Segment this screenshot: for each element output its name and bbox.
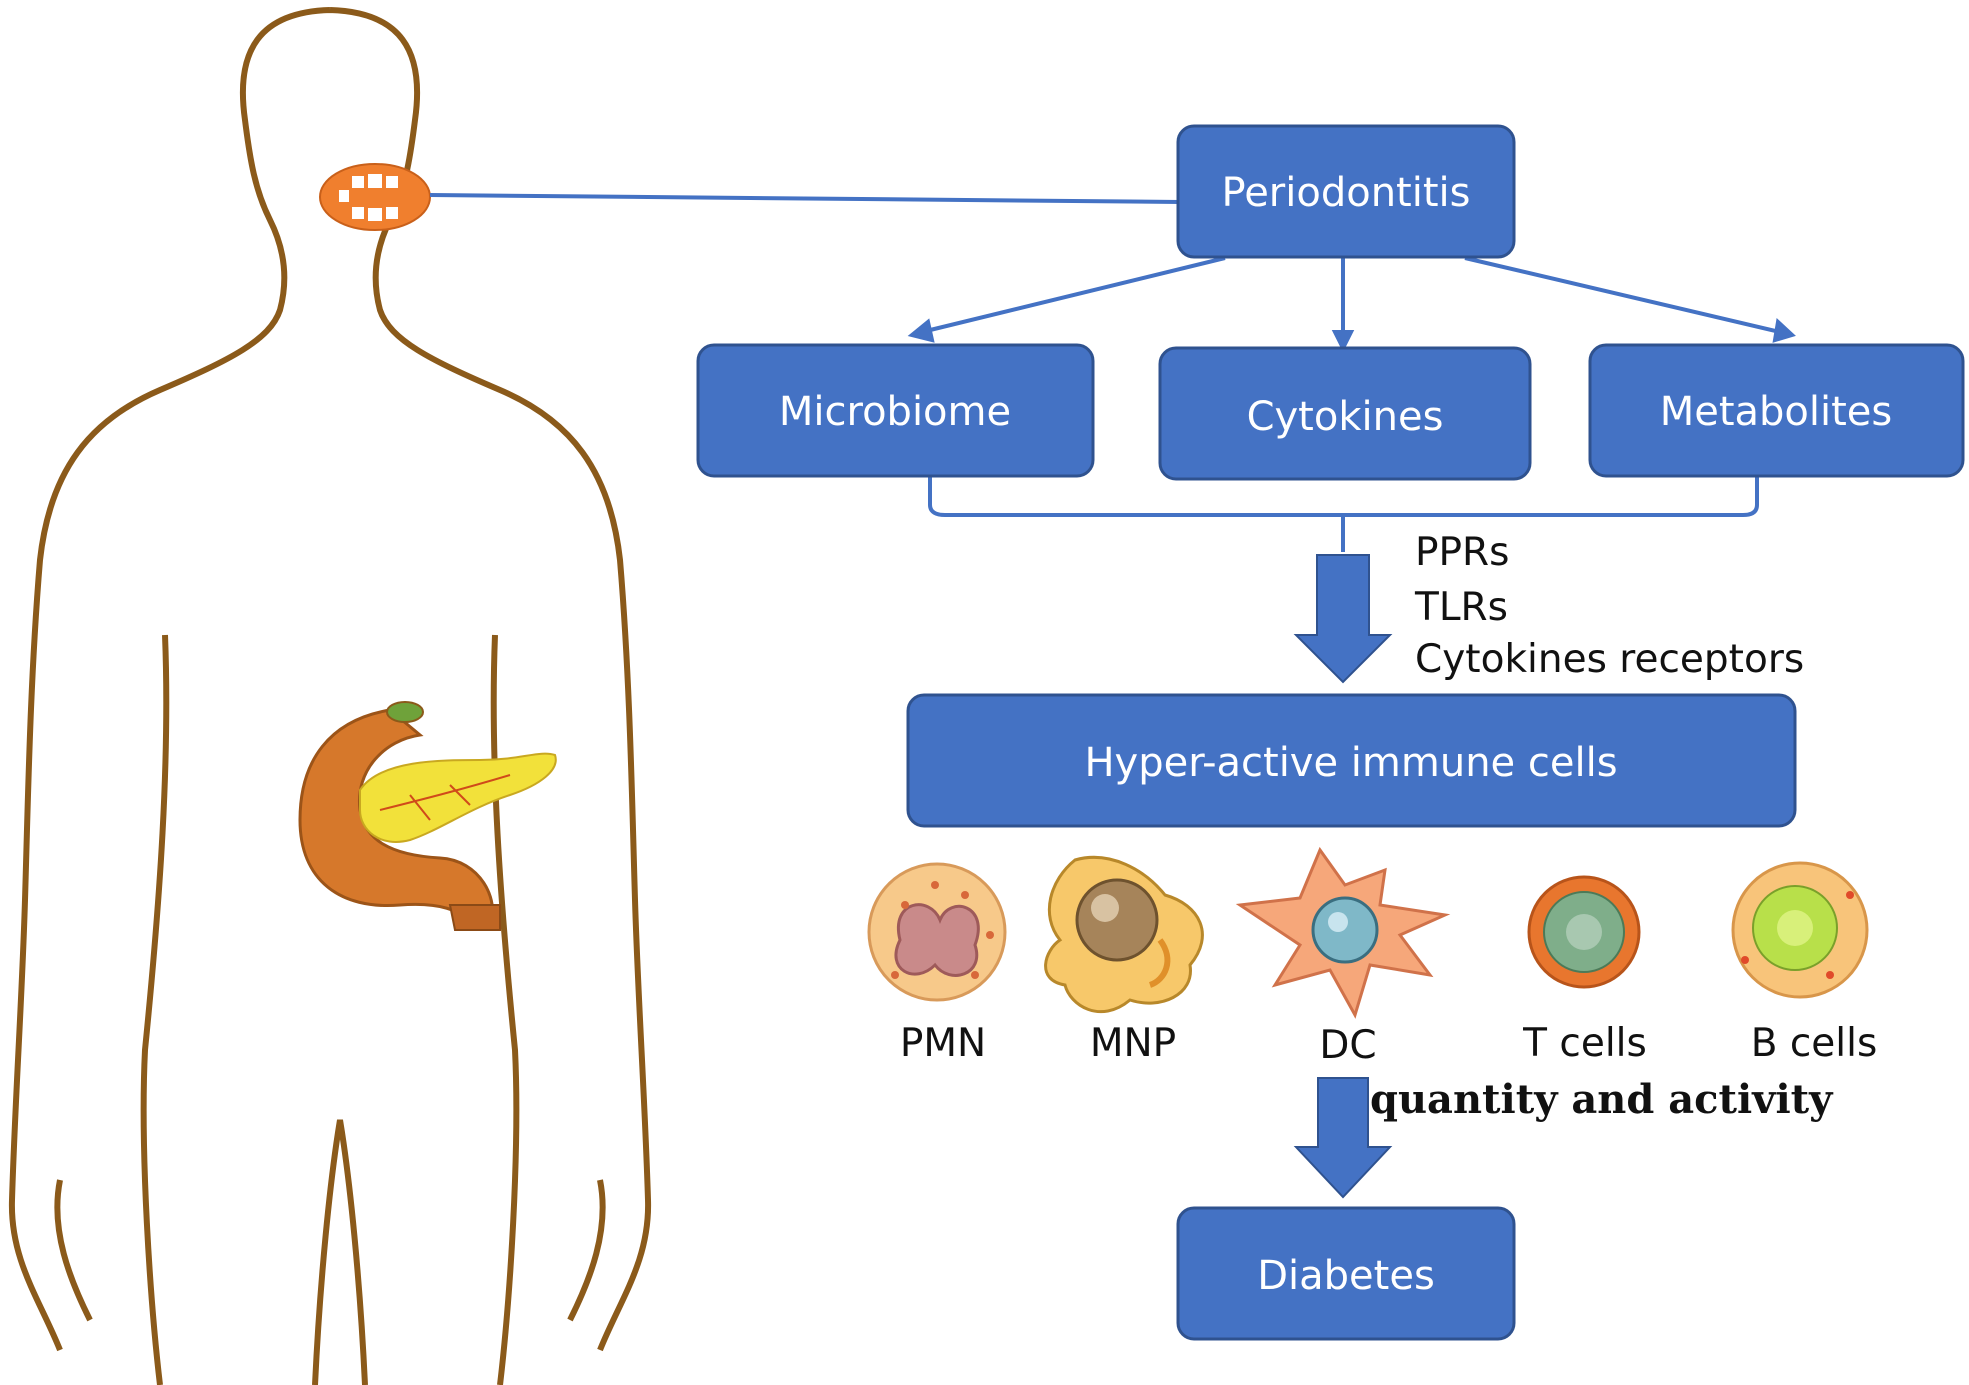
periodontitis-arrows xyxy=(907,256,1796,353)
dc-cell-icon xyxy=(1235,846,1451,1019)
merge-bracket xyxy=(928,477,1759,552)
cytokines-label: Cytokines xyxy=(1247,394,1444,440)
receptor-arrow xyxy=(1293,554,1393,684)
cell-label-mnp: MNP xyxy=(1090,1021,1176,1066)
b-cell-icon xyxy=(1731,861,1869,999)
receptor-labels: PPRs TLRs Cytokines receptors xyxy=(1414,530,1804,682)
cell-labels: PMN MNP DC T cells B cells xyxy=(900,1021,1877,1068)
cell-label-t-cells: T cells xyxy=(1522,1021,1647,1066)
pancreas-icon xyxy=(298,701,557,931)
cytokines-box: Cytokines xyxy=(1158,346,1532,481)
cell-label-b-cells: B cells xyxy=(1751,1021,1878,1066)
receptor-label-ppr: PPRs xyxy=(1415,530,1509,575)
microbiome-box: Microbiome xyxy=(696,343,1095,478)
cell-label-dc: DC xyxy=(1319,1023,1376,1068)
t-cell-icon xyxy=(1527,875,1641,989)
mouth-connector-line xyxy=(429,193,1181,204)
mnp-cell-icon xyxy=(1044,855,1204,1014)
diabetes-box: Diabetes xyxy=(1176,1206,1516,1341)
diabetes-arrow xyxy=(1293,1077,1393,1199)
immune-cells-box: Hyper-active immune cells xyxy=(906,693,1797,828)
human-body-icon xyxy=(8,7,652,1385)
quantity-activity-label: quantity and activity xyxy=(1370,1076,1834,1123)
metabolites-label: Metabolites xyxy=(1660,389,1893,435)
microbiome-label: Microbiome xyxy=(779,389,1011,435)
periodontitis-label: Periodontitis xyxy=(1222,170,1471,216)
mouth-icon xyxy=(319,163,431,231)
periodontitis-box: Periodontitis xyxy=(1176,124,1516,259)
receptor-label-cytokine: Cytokines receptors xyxy=(1415,637,1804,682)
metabolites-box: Metabolites xyxy=(1588,343,1965,478)
cell-label-pmn: PMN xyxy=(900,1021,986,1066)
pmn-cell-icon xyxy=(867,862,1007,1002)
receptor-label-tlr: TLRs xyxy=(1414,585,1508,630)
diabetes-label: Diabetes xyxy=(1257,1253,1435,1299)
immune-cells-label: Hyper-active immune cells xyxy=(1084,740,1617,786)
